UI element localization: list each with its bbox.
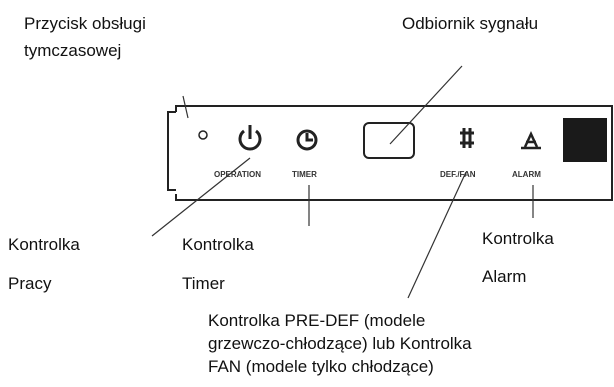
leader-operation — [151, 157, 251, 237]
callout-temp-button-line2: tymczasowej — [24, 41, 122, 60]
leader-predef-fan — [407, 171, 467, 299]
panel-outline — [167, 105, 613, 201]
leader-lines — [151, 65, 534, 299]
callout-operation-line1: Kontrolka — [8, 235, 80, 254]
callout-temp-button-line1: Przycisk obsługi — [24, 14, 146, 33]
callout-timer-line1: Kontrolka — [182, 235, 254, 254]
clock-icon — [296, 129, 318, 151]
power-icon — [238, 125, 262, 151]
leader-receiver — [389, 65, 463, 145]
display-square — [563, 118, 607, 162]
panel-label-def-fan: DEF./FAN — [440, 170, 476, 179]
panel-label-alarm: ALARM — [512, 170, 541, 179]
callout-alarm-line1: Kontrolka — [482, 229, 554, 248]
callout-predef-fan-line3: FAN (modele tylko chłodzące) — [208, 357, 434, 376]
fan-icon — [460, 128, 474, 148]
alarm-bell-icon — [521, 131, 541, 150]
callout-receiver: Odbiornik sygnału — [402, 14, 539, 33]
callout-alarm-line2: Alarm — [482, 267, 527, 286]
callout-timer-line2: Timer — [182, 274, 225, 293]
temp-button-icon[interactable] — [198, 130, 208, 140]
callout-predef-fan-line2: grzewczo-chłodzące) lub Kontrolka — [208, 334, 472, 353]
callout-predef-fan-line1: Kontrolka PRE-DEF (modele — [208, 311, 426, 330]
panel-label-timer: TIMER — [292, 170, 317, 179]
signal-receiver-window — [363, 122, 415, 159]
panel-label-operation: OPERATION — [214, 170, 261, 179]
callout-operation-line2: Pracy — [8, 274, 52, 293]
leader-temp-button — [182, 95, 189, 119]
